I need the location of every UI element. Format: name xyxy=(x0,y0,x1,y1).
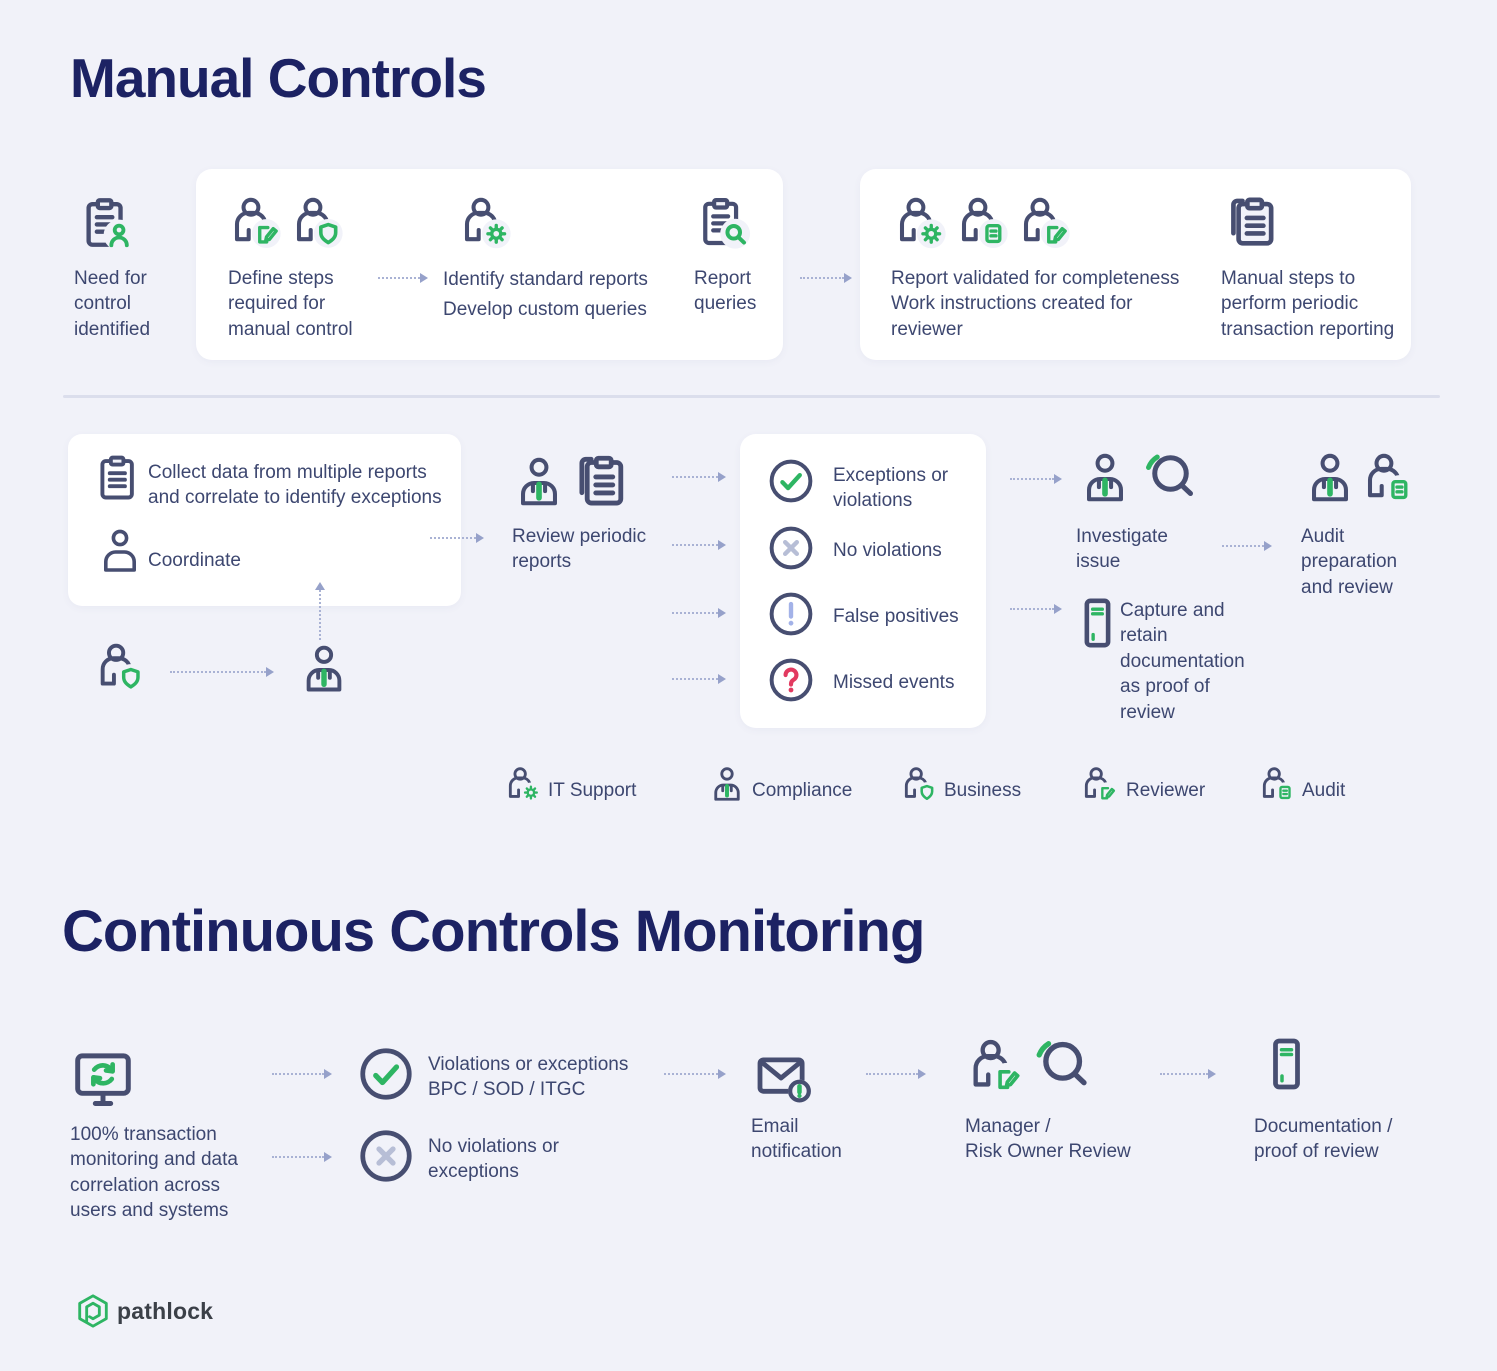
person-tie-icon xyxy=(708,766,746,804)
manual-controls-title: Manual Controls xyxy=(70,47,487,109)
dotted-arrow xyxy=(1222,541,1272,551)
person-shield-icon xyxy=(900,766,938,804)
person-tie-icon xyxy=(298,644,350,696)
develop-queries-label: Develop custom queries xyxy=(443,299,647,320)
person-doc-icon xyxy=(1258,766,1296,804)
capture-label: Capture and retain documentation as proo… xyxy=(1120,600,1245,723)
pathlock-wordmark: pathlock xyxy=(117,1298,214,1324)
person-icon xyxy=(96,528,144,576)
outcome-label: No violations xyxy=(833,540,942,561)
clipboard-user-icon xyxy=(78,194,136,252)
check-circle-icon xyxy=(766,456,816,506)
legend-label: Reviewer xyxy=(1126,780,1206,801)
report-queries-label: Report queries xyxy=(694,268,757,315)
dotted-arrow xyxy=(170,667,274,677)
coordinate-label: Coordinate xyxy=(148,550,241,571)
dotted-arrow xyxy=(1160,1069,1216,1079)
collect-data-label: Collect data from multiple reports and c… xyxy=(148,462,442,509)
person-tie-icon xyxy=(512,456,566,510)
monitor-refresh-icon xyxy=(70,1046,136,1112)
define-steps-label: Define steps required for manual control xyxy=(228,268,353,340)
manual-steps-label: Manual steps to perform periodic transac… xyxy=(1221,268,1395,340)
define-identify-card xyxy=(196,169,783,360)
person-tie-icon xyxy=(1078,452,1132,506)
dotted-arrow xyxy=(866,1069,926,1079)
x-circle-icon xyxy=(356,1126,416,1186)
clipboard-search-icon xyxy=(695,194,751,250)
email-label: Email notification xyxy=(751,1116,842,1163)
person-edit-icon xyxy=(1080,766,1118,804)
dotted-arrow-up xyxy=(315,582,325,640)
dotted-arrow xyxy=(272,1152,332,1162)
dotted-arrow xyxy=(800,273,852,283)
dotted-arrow xyxy=(672,608,726,618)
dotted-arrow xyxy=(1010,604,1062,614)
pathlock-logo-icon xyxy=(74,1292,112,1330)
outcome-label: False positives xyxy=(833,606,959,627)
dotted-arrow xyxy=(430,533,484,543)
check-circle-icon xyxy=(356,1044,416,1104)
magnifier-icon xyxy=(1138,446,1198,506)
person-gear-icon xyxy=(504,766,542,804)
legend-label: IT Support xyxy=(548,780,637,801)
legend-label: Business xyxy=(944,780,1022,801)
document-proof-icon xyxy=(1068,594,1126,652)
monitoring-label: 100% transaction monitoring and data cor… xyxy=(70,1124,238,1222)
identify-reports-label: Identify standard reports xyxy=(443,269,648,290)
documentation-label: Documentation / proof of review xyxy=(1254,1116,1393,1163)
person-gear-icon xyxy=(458,196,512,250)
section-divider xyxy=(63,395,1440,398)
dotted-arrow xyxy=(672,540,726,550)
review-reports-label: Review periodic reports xyxy=(512,526,647,573)
dotted-arrow xyxy=(1010,474,1062,484)
magnifier-icon xyxy=(1028,1032,1092,1096)
double-clipboard-icon xyxy=(1220,188,1282,250)
report-validated-card xyxy=(860,169,1411,360)
person-shield-icon xyxy=(94,642,146,694)
person-edit-icon xyxy=(966,1038,1024,1096)
person-edit-icon xyxy=(228,196,282,250)
outcome-label: Missed events xyxy=(833,672,955,693)
email-alert-icon xyxy=(752,1046,816,1110)
legend-label: Compliance xyxy=(752,780,853,801)
violations-label: Violations or exceptions BPC / SOD / ITG… xyxy=(428,1054,629,1101)
person-doc-icon xyxy=(955,196,1009,250)
dotted-arrow xyxy=(272,1069,332,1079)
audit-prep-label: Audit preparation and review xyxy=(1301,526,1398,598)
dotted-arrow xyxy=(672,674,726,684)
person-shield-icon xyxy=(290,196,344,250)
question-circle-icon xyxy=(766,655,816,705)
person-gear-icon xyxy=(893,196,947,250)
no-violations-label: No violations or exceptions xyxy=(428,1136,559,1183)
ccm-title: Continuous Controls Monitoring xyxy=(62,899,925,964)
report-validated-label: Report validated for completeness Work i… xyxy=(891,268,1180,340)
dotted-arrow xyxy=(664,1069,726,1079)
dotted-arrow xyxy=(672,472,726,482)
dotted-arrow xyxy=(378,273,428,283)
legend-label: Audit xyxy=(1302,780,1346,801)
exclaim-circle-icon xyxy=(766,589,816,639)
outcome-label: Exceptions or violations xyxy=(833,465,949,512)
clipboard-icon xyxy=(92,452,144,504)
manager-label: Manager / Risk Owner Review xyxy=(965,1116,1131,1163)
investigate-label: Investigate issue xyxy=(1076,526,1168,573)
person-edit-icon xyxy=(1017,196,1071,250)
document-proof-icon xyxy=(1256,1034,1316,1094)
person-doc-icon xyxy=(1361,452,1415,506)
person-tie-icon xyxy=(1303,452,1357,506)
collect-data-card xyxy=(68,434,461,606)
need-for-control-label: Need for control identified xyxy=(74,268,151,340)
x-circle-icon xyxy=(766,523,816,573)
double-clipboard-icon xyxy=(568,446,632,510)
